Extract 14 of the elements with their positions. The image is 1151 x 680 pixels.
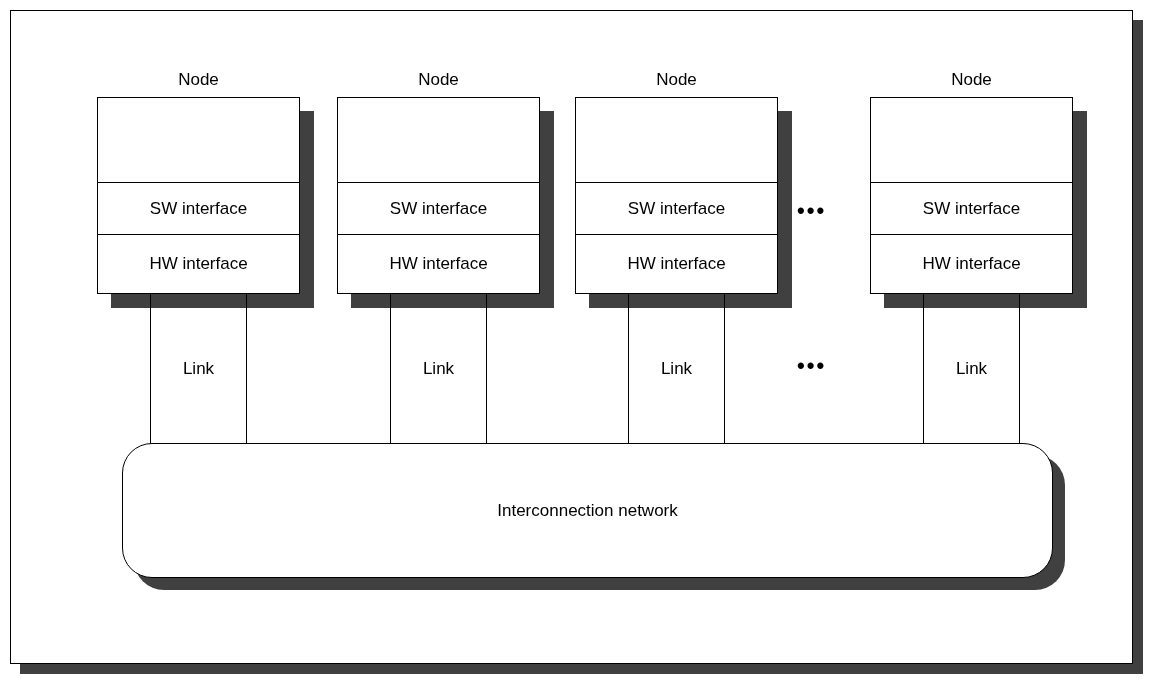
interface-layer: HW interface [98, 234, 299, 293]
node-heading: Node [655, 71, 698, 88]
interface-layer: HW interface [871, 234, 1072, 293]
ellipsis-dots: ••• [797, 355, 827, 377]
ellipsis-dots: ••• [797, 200, 827, 222]
interface-layer: SW interface [576, 182, 777, 234]
interface-layer: SW interface [98, 182, 299, 234]
interface-layer: HW interface [338, 234, 539, 293]
node-heading: Node [950, 71, 993, 88]
node-heading: Node [177, 71, 220, 88]
interface-layer: HW interface [576, 234, 777, 293]
node-heading: Node [417, 71, 460, 88]
interface-layer: SW interface [338, 182, 539, 234]
interface-layer: SW interface [871, 182, 1072, 234]
